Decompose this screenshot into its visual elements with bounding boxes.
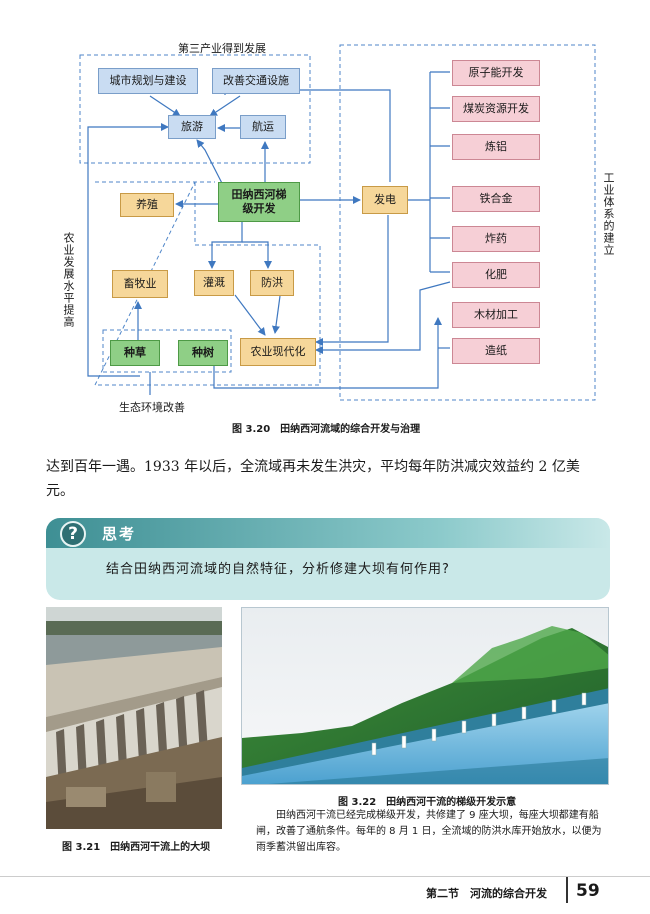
node-center: 田纳西河梯级开发 xyxy=(218,182,300,222)
node-coal: 煤炭资源开发 xyxy=(452,96,540,122)
arrow-agri-level xyxy=(87,123,169,377)
arrow-center-flood xyxy=(242,241,272,269)
arrow-trees-wood xyxy=(213,317,442,389)
think-question: 结合田纳西河流域的自然特征，分析修建大坝有何作用? xyxy=(106,562,450,577)
line-power-top xyxy=(300,89,391,182)
node-tourism: 旅游 xyxy=(168,115,216,139)
diagram-connectors xyxy=(79,44,596,401)
tertiary-label: 第三产业得到发展 xyxy=(178,42,266,55)
arrow-power-agri xyxy=(315,215,389,346)
arrow-fertilizer-agri xyxy=(315,281,451,354)
tennessee-development-diagram: 第三产业得到发展 城市规划与建设 改善交通设施 旅游 航运 田纳西河梯级开发 养… xyxy=(0,0,650,435)
think-header xyxy=(46,518,610,548)
industrial-label: 工业体系的建立 xyxy=(602,172,615,256)
ecology-group-border xyxy=(102,329,232,373)
node-flood: 防洪 xyxy=(250,270,294,296)
arrow-transport-tourism xyxy=(209,95,241,117)
page-number: 59 xyxy=(576,881,600,901)
tertiary-group-border xyxy=(79,54,311,164)
node-irrigation: 灌溉 xyxy=(194,270,234,296)
node-paper: 造纸 xyxy=(452,338,540,364)
cascade-illustration xyxy=(241,607,609,785)
node-trees: 种树 xyxy=(178,340,228,366)
figure-320-caption: 图 3.20 田纳西河流域的综合开发与治理 xyxy=(232,424,421,435)
arrow-center-tourism xyxy=(196,139,229,196)
node-urban-planning: 城市规划与建设 xyxy=(98,68,198,94)
footer-section-title: 第二节 河流的综合开发 xyxy=(426,887,547,900)
node-wood: 木材加工 xyxy=(452,302,540,328)
arrow-center-irrigation xyxy=(208,222,243,269)
footer-separator xyxy=(566,877,568,903)
node-power: 发电 xyxy=(362,186,408,214)
arrow-flood-agri xyxy=(271,295,281,334)
industrial-group-border xyxy=(339,44,596,401)
node-shipping: 航运 xyxy=(240,115,286,139)
arrow-urban-tourism xyxy=(149,95,181,117)
agri-level-label: 农业发展水平提高 xyxy=(62,232,75,328)
dam-photo xyxy=(46,607,222,829)
node-transport: 改善交通设施 xyxy=(212,68,300,94)
node-explosives: 炸药 xyxy=(452,226,540,252)
node-livestock: 畜牧业 xyxy=(112,270,168,298)
body-paragraph: 达到百年一遇。1933 年以后，全流域再未发生洪灾，平均每年防洪减灾效益约 2 … xyxy=(46,459,580,499)
figure-322-caption: 图 3.22 田纳西河干流的梯级开发示意 xyxy=(338,797,517,808)
node-agri-modernization: 农业现代化 xyxy=(240,338,316,366)
think-box: ? 思考 结合田纳西河流域的自然特征，分析修建大坝有何作用? xyxy=(46,518,610,600)
node-grass: 种草 xyxy=(110,340,160,366)
arrow-irrigation-agri xyxy=(234,294,266,336)
cascade-illustration-graphic xyxy=(242,608,608,784)
node-fertilizer: 化肥 xyxy=(452,262,540,288)
footer-rule xyxy=(0,876,650,877)
think-title: 思考 xyxy=(102,525,137,543)
figure-321-caption: 图 3.21 田纳西河干流上的大坝 xyxy=(62,842,211,853)
node-ferroalloy: 铁合金 xyxy=(452,186,540,212)
dam-photo-graphic xyxy=(46,607,222,829)
eco-label: 生态环境改善 xyxy=(119,401,185,414)
node-nuclear: 原子能开发 xyxy=(452,60,540,86)
question-mark-icon: ? xyxy=(60,521,86,547)
arrow-power-industries xyxy=(408,71,450,273)
node-aluminum: 炼铝 xyxy=(452,134,540,160)
figure-322-description: 田纳西河干流已经完成梯级开发，共修建了 9 座大坝，每座大坝都建有船闸，改善了通… xyxy=(256,810,602,853)
node-aquaculture: 养殖 xyxy=(120,193,174,217)
